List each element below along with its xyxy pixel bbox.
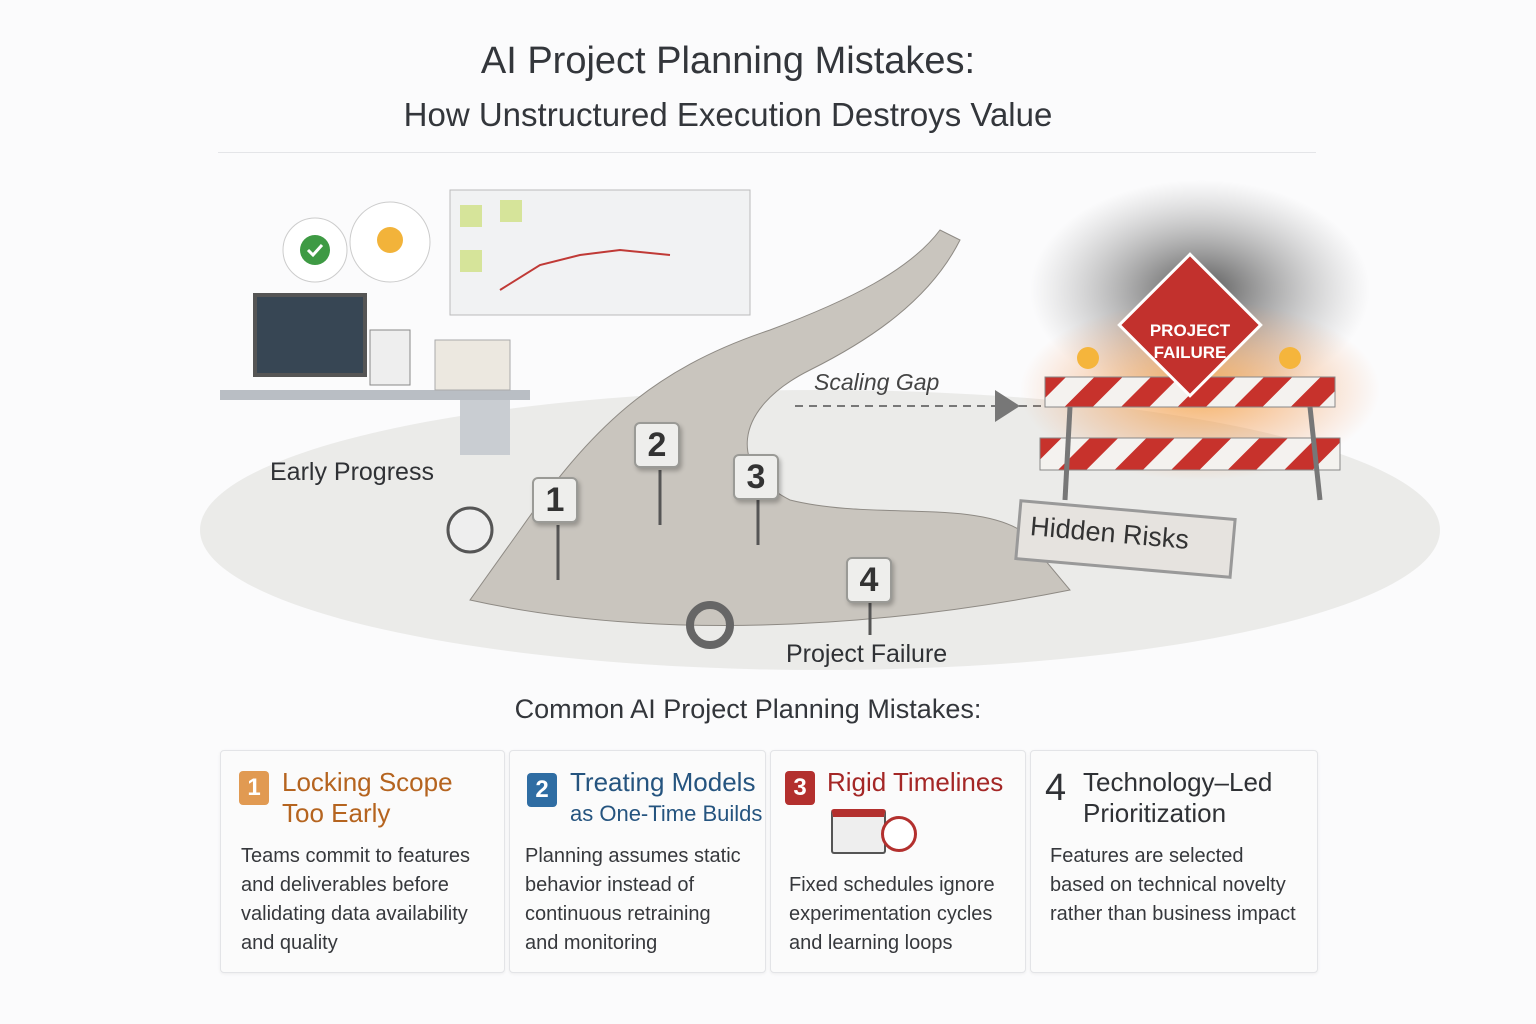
step-marker-2: 2 bbox=[634, 422, 680, 468]
desc-line: and quality bbox=[241, 932, 338, 954]
desc-line: Teams commit to features bbox=[241, 845, 470, 867]
cracked-road bbox=[469, 229, 1071, 626]
title-line: Prioritization bbox=[1083, 798, 1227, 828]
title-line: Treating Models bbox=[570, 767, 756, 797]
desc-line: continuous retraining bbox=[525, 903, 711, 925]
desc-line: and deliverables before bbox=[241, 874, 449, 896]
page-title: AI Project Planning Mistakes: bbox=[480, 40, 976, 82]
number-badge-1-icon: 1 bbox=[239, 771, 269, 805]
desc-line: experimentation cycles bbox=[789, 903, 993, 925]
failure-sign-text: PROJECT FAILURE bbox=[1130, 320, 1250, 364]
number-badge-2-icon: 2 bbox=[527, 773, 557, 807]
desc-line: rather than business impact bbox=[1050, 903, 1296, 925]
calendar-icon bbox=[831, 809, 886, 854]
failure-sign-line: PROJECT bbox=[1149, 321, 1231, 340]
card-title: Rigid Timelines bbox=[827, 767, 1004, 797]
step-marker-1: 1 bbox=[532, 477, 578, 523]
scaling-gap-label: Scaling Gap bbox=[814, 369, 940, 395]
clock-icon bbox=[881, 816, 917, 852]
card-description: Planning assumes static behavior instead … bbox=[525, 842, 741, 958]
project-failure-label: Project Failure bbox=[786, 640, 948, 668]
desc-line: based on technical novelty bbox=[1050, 874, 1286, 896]
clock-icon bbox=[446, 506, 494, 554]
mistake-card-2: 2 Treating Models as One-Time Builds Plan… bbox=[509, 750, 766, 973]
card-description: Features are selected based on technical … bbox=[1050, 842, 1296, 929]
desc-line: Fixed schedules ignore bbox=[789, 874, 995, 896]
mistake-card-3: 3 Rigid Timelines Fixed schedules ignore… bbox=[770, 750, 1026, 973]
project-road-illustration bbox=[200, 180, 1440, 670]
hidden-risks-sign bbox=[1014, 499, 1237, 579]
desc-line: Features are selected bbox=[1050, 845, 1244, 867]
title-line: as One-Time Builds bbox=[570, 801, 763, 826]
page-subtitle: How Unstructured Execution Destroys Valu… bbox=[403, 96, 1053, 133]
office-desk bbox=[220, 189, 751, 455]
card-description: Teams commit to features and deliverables… bbox=[241, 842, 470, 958]
title-line: Locking Scope bbox=[282, 767, 453, 797]
desc-line: validating data availability bbox=[241, 903, 468, 925]
title-line: Too Early bbox=[282, 798, 391, 828]
desc-line: behavior instead of bbox=[525, 874, 695, 896]
early-progress-label: Early Progress bbox=[270, 458, 434, 486]
desc-line: and monitoring bbox=[525, 932, 658, 954]
step-marker-3: 3 bbox=[733, 454, 779, 500]
desc-line: and learning loops bbox=[789, 932, 953, 954]
number-badge-3-icon: 3 bbox=[785, 771, 815, 805]
number-4: 4 bbox=[1045, 767, 1067, 809]
gear-icon bbox=[686, 601, 734, 649]
card-title: Treating Models as One-Time Builds bbox=[570, 767, 762, 829]
failure-sign-line: FAILURE bbox=[1153, 343, 1227, 362]
title-line: Technology–Led bbox=[1083, 767, 1273, 797]
desc-line: Planning assumes static bbox=[525, 845, 741, 867]
project-failure-sign bbox=[1117, 252, 1263, 398]
step-marker-4: 4 bbox=[846, 557, 892, 603]
card-description: Fixed schedules ignore experimentation cy… bbox=[789, 871, 995, 958]
divider bbox=[218, 152, 1316, 153]
section-title: Common AI Project Planning Mistakes: bbox=[514, 694, 982, 724]
